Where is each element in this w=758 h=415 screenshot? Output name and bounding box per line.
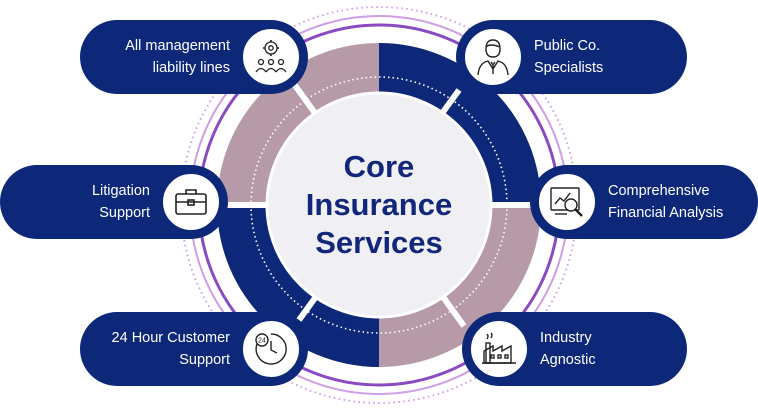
- center-title-line1: Core: [343, 149, 415, 184]
- inner-dotted-ring: [250, 76, 508, 334]
- briefcase-icon: [161, 172, 221, 232]
- clock-24-icon: 24: [241, 319, 301, 379]
- service-customer-support: 24 Hour Customer Support 24: [80, 312, 308, 386]
- center-title-line3: Services: [315, 225, 443, 260]
- factory-icon: [469, 319, 529, 379]
- service-industry: Industry Agnostic: [462, 312, 687, 386]
- service-label: All management liability lines: [125, 38, 230, 76]
- service-label: Comprehensive Financial Analysis: [608, 183, 724, 221]
- service-financial-analysis: Comprehensive Financial Analysis: [530, 165, 758, 239]
- service-public-company: Public Co. Specialists: [456, 20, 687, 94]
- service-label: 24 Hour Customer Support: [111, 330, 230, 368]
- chart-magnifier-icon: [537, 172, 597, 232]
- service-litigation: Litigation Support: [0, 165, 228, 239]
- svg-text:24: 24: [258, 338, 266, 345]
- center-disc: [265, 91, 493, 319]
- businessman-icon: [463, 27, 523, 87]
- service-label: Industry Agnostic: [540, 330, 596, 368]
- center-title-line2: Insurance: [305, 187, 453, 222]
- service-label: Public Co. Specialists: [534, 38, 604, 76]
- service-label: Litigation Support: [91, 183, 150, 221]
- people-gear-icon: [241, 27, 301, 87]
- service-management-liability: All management liability lines: [80, 20, 308, 94]
- center-title: Core Insurance Services: [279, 148, 479, 262]
